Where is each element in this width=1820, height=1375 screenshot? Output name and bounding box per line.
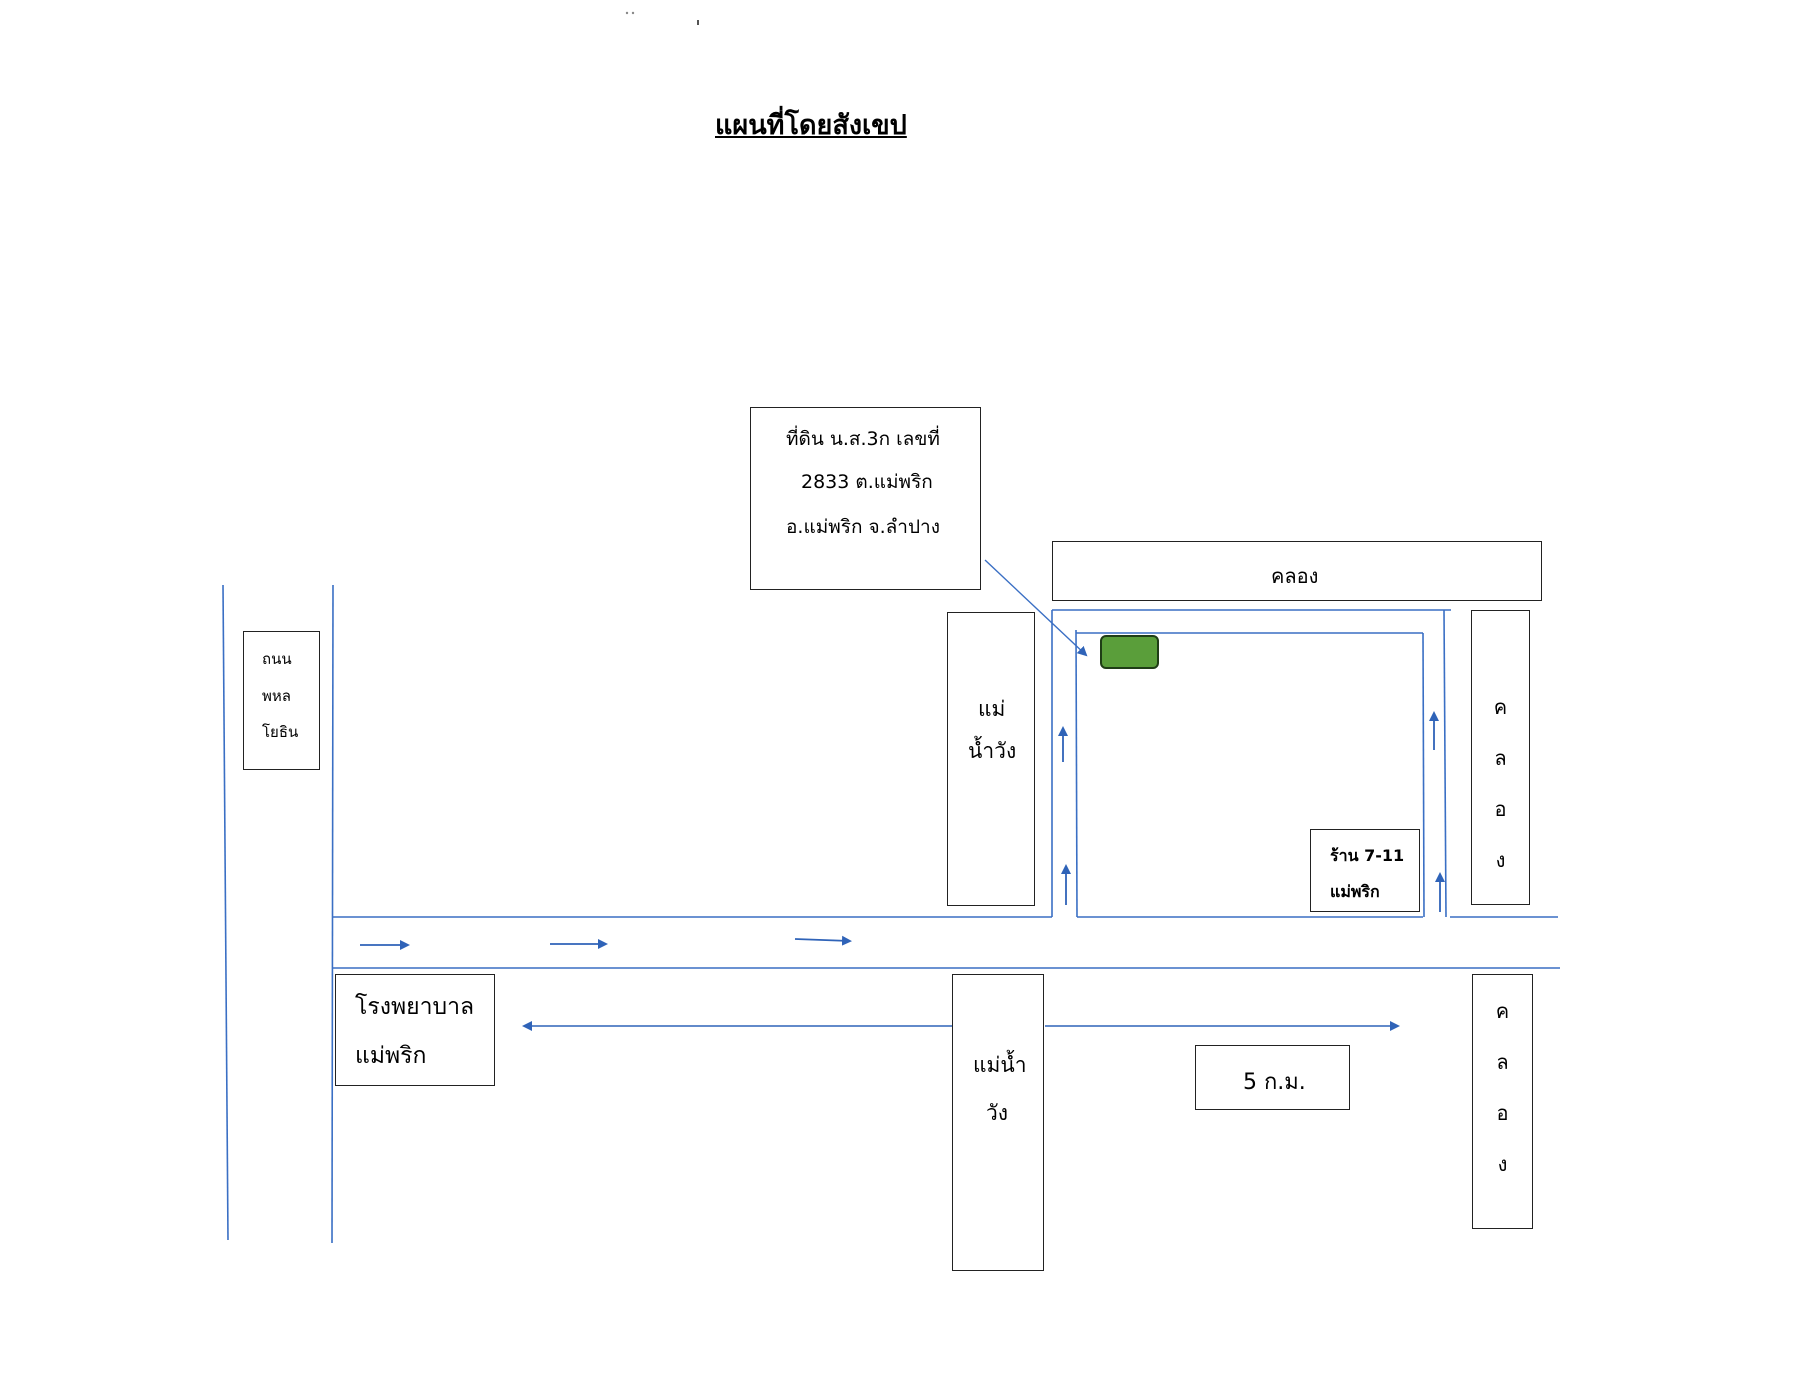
river-upper-line-1: แม่ [978,697,1006,721]
road-phahonyothin-left-edge [222,584,229,1241]
canal-right-upper-letter-3: อ [1494,797,1507,821]
canal-right-lower-box: ค ล อ ง [1472,974,1533,1229]
seven-eleven-box: ร้าน 7-11 แม่พริก [1310,829,1420,912]
canal-right-lower-letter-2: ล [1496,1050,1509,1074]
road-label-line-2: พหล [262,687,291,705]
road-label-line-1: ถนน [262,650,292,668]
river-upper-line-2: น้ำวัง [968,739,1017,763]
road-phahonyothin-right-edge [331,584,334,1244]
canal-right-lower-letters: ค ล อ ง [1473,995,1532,1180]
canal-right-upper-letters: ค ล อ ง [1472,691,1529,876]
land-label-line-1: ที่ดิน น.ส.3ก เลขที่ [786,428,940,450]
canal-right-lower-letter-1: ค [1495,999,1510,1023]
side-road-east-outer-edge [1443,609,1447,918]
main-road-arrow-3 [794,935,852,946]
hospital-line-1: โรงพยาบาล [355,994,475,1020]
land-parcel-marker [1100,635,1159,669]
river-lower-box: แม่น้ำ วัง [952,974,1044,1271]
canal-right-lower-letter-3: อ [1496,1101,1509,1125]
distance-label: 5 ก.ม. [1243,1070,1306,1095]
land-label-box: ที่ดิน น.ส.3ก เลขที่ 2833 ต.แม่พริก อ.แม… [750,407,981,590]
land-label-leader-line [984,559,1088,657]
canal-right-upper-letter-1: ค [1493,695,1508,719]
canal-right-lower-letter-4: ง [1497,1152,1508,1176]
river-upper-box: แม่ น้ำวัง [947,612,1035,906]
hospital-line-2: แม่พริก [355,1043,427,1069]
road-phahonyothin-label-box: ถนน พหล โยธิน [243,631,320,770]
scan-speck-2 [631,11,635,15]
canal-top-label: คลอง [1271,564,1319,588]
side-road-east-inner-edge [1422,632,1425,918]
scan-speck-3 [697,20,699,25]
river-lower-line-1: แม่น้ำ [973,1053,1027,1077]
river-lower-line-2: วัง [986,1101,1009,1125]
distance-box: 5 ก.ม. [1195,1045,1350,1110]
land-label-line-3: อ.แม่พริก จ.ลำปาง [786,516,940,538]
canal-top-box: คลอง [1052,541,1542,601]
road-label-line-3: โยธิน [262,723,299,741]
side-road-west-inner-edge [1075,629,1078,918]
hospital-box: โรงพยาบาล แม่พริก [335,974,495,1086]
seven-eleven-line-1: ร้าน 7-11 [1330,846,1405,865]
canal-right-upper-box: ค ล อ ง [1471,610,1530,905]
canal-right-upper-letter-4: ง [1495,848,1506,872]
seven-eleven-line-2: แม่พริก [1330,882,1380,901]
page-title: แผนที่โดยสังเขป [715,110,907,141]
canal-right-upper-letter-2: ล [1494,746,1507,770]
scan-speck-1 [625,11,629,15]
land-label-line-2: 2833 ต.แม่พริก [801,471,933,493]
